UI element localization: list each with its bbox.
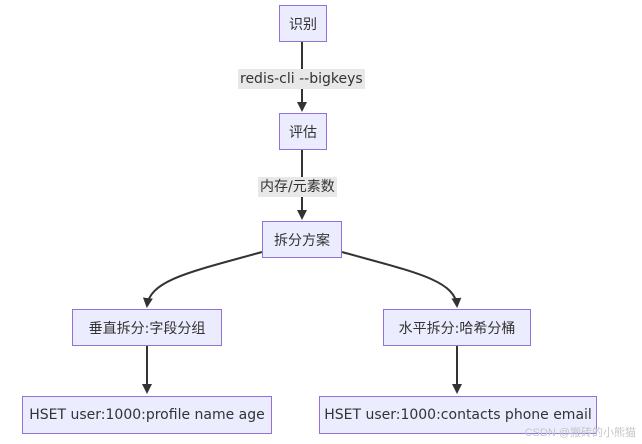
edge-label-bigkeys: redis-cli --bigkeys [238, 69, 365, 89]
edge-label-memory-elements: 内存/元素数 [258, 177, 337, 197]
edge-plan-to-vertical [142, 251, 263, 308]
node-horizontal-command: HSET user:1000:contacts phone email [319, 396, 597, 434]
node-split-plan: 拆分方案 [262, 221, 342, 258]
edge-plan-to-horizontal [341, 251, 462, 308]
node-identify: 识别 [279, 5, 327, 42]
node-vertical-command: HSET user:1000:profile name age [22, 396, 272, 434]
node-vertical-split: 垂直拆分:字段分组 [72, 309, 222, 346]
watermark: CSDN @搬砖的小熊猫 [524, 427, 636, 439]
node-horizontal-split: 水平拆分:哈希分桶 [383, 309, 531, 346]
node-evaluate: 评估 [279, 113, 327, 150]
